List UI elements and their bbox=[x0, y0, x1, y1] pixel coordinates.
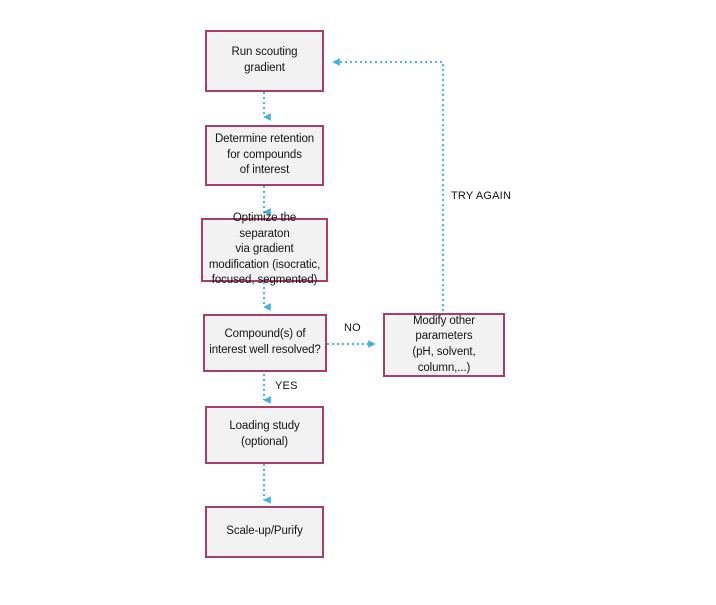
node-label: Scale-up/Purify bbox=[226, 525, 303, 538]
node-loading-study[interactable]: Loading study (optional) bbox=[205, 406, 324, 464]
node-optimize-separation[interactable]: Optimize the separaton via gradient modi… bbox=[201, 212, 328, 286]
node-run-scouting-gradient[interactable]: Run scouting gradient bbox=[205, 30, 324, 92]
node-label: Compound(s) of interest well resolved? bbox=[209, 328, 321, 356]
node-label: Run scouting gradient bbox=[231, 46, 298, 74]
edge-label-try-again: TRY AGAIN bbox=[451, 190, 512, 202]
node-label: Loading study (optional) bbox=[229, 420, 300, 448]
edge-label-yes: YES bbox=[275, 380, 298, 392]
node-scale-up-purify[interactable]: Scale-up/Purify bbox=[205, 506, 324, 558]
node-label: Modify other parameters (pH, solvent, co… bbox=[412, 314, 476, 374]
node-modify-other-parameters[interactable]: Modify other parameters (pH, solvent, co… bbox=[383, 313, 505, 377]
node-label: Optimize the separaton via gradient modi… bbox=[208, 212, 321, 287]
edge-label-no: NO bbox=[344, 322, 361, 334]
node-label: Determine retention for compounds of int… bbox=[214, 133, 315, 177]
connector-try-again-feedback bbox=[332, 58, 445, 311]
node-determine-retention[interactable]: Determine retention for compounds of int… bbox=[205, 125, 324, 186]
node-decision-well-resolved[interactable]: Compound(s) of interest well resolved? bbox=[203, 314, 327, 372]
